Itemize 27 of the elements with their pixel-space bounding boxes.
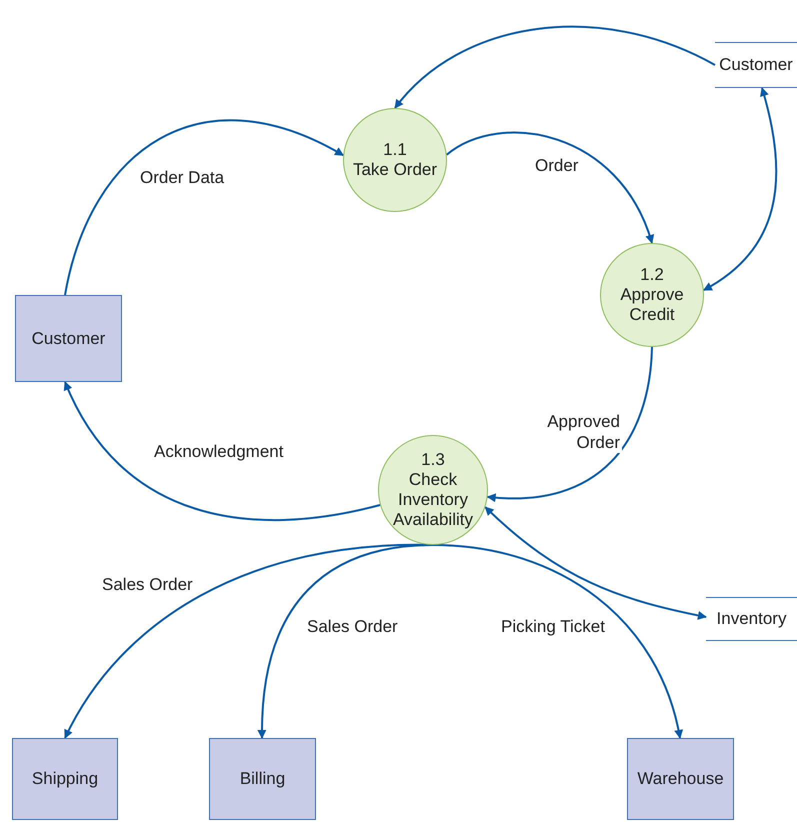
node-label: Customer — [719, 55, 793, 75]
external-entity-box — [627, 738, 734, 820]
node-label: Warehouse — [637, 769, 724, 789]
arrow — [64, 120, 344, 296]
arrow — [432, 544, 683, 739]
external-entity-box — [209, 738, 316, 820]
arrow — [703, 87, 778, 291]
node-label: Check Inventory Availability — [392, 470, 474, 530]
arrow — [258, 544, 434, 739]
node-label: Inventory — [716, 609, 786, 629]
process-number: 1.2 — [640, 265, 664, 285]
data-store — [715, 42, 797, 88]
arrow — [446, 132, 654, 244]
node-label: Shipping — [32, 769, 98, 789]
process-number: 1.1 — [383, 140, 407, 160]
arrow — [484, 506, 707, 620]
node-label: Customer — [32, 328, 106, 348]
node-label: Take Order — [352, 160, 438, 180]
node-label: Approve Credit — [619, 285, 685, 325]
node-label: Billing — [240, 769, 286, 789]
external-entity-box — [12, 738, 118, 820]
data-store — [706, 597, 797, 641]
process-number: 1.3 — [421, 450, 445, 470]
arrow — [64, 381, 380, 521]
external-entity-box — [15, 295, 122, 382]
arrow — [486, 346, 653, 502]
arrow — [394, 26, 716, 109]
